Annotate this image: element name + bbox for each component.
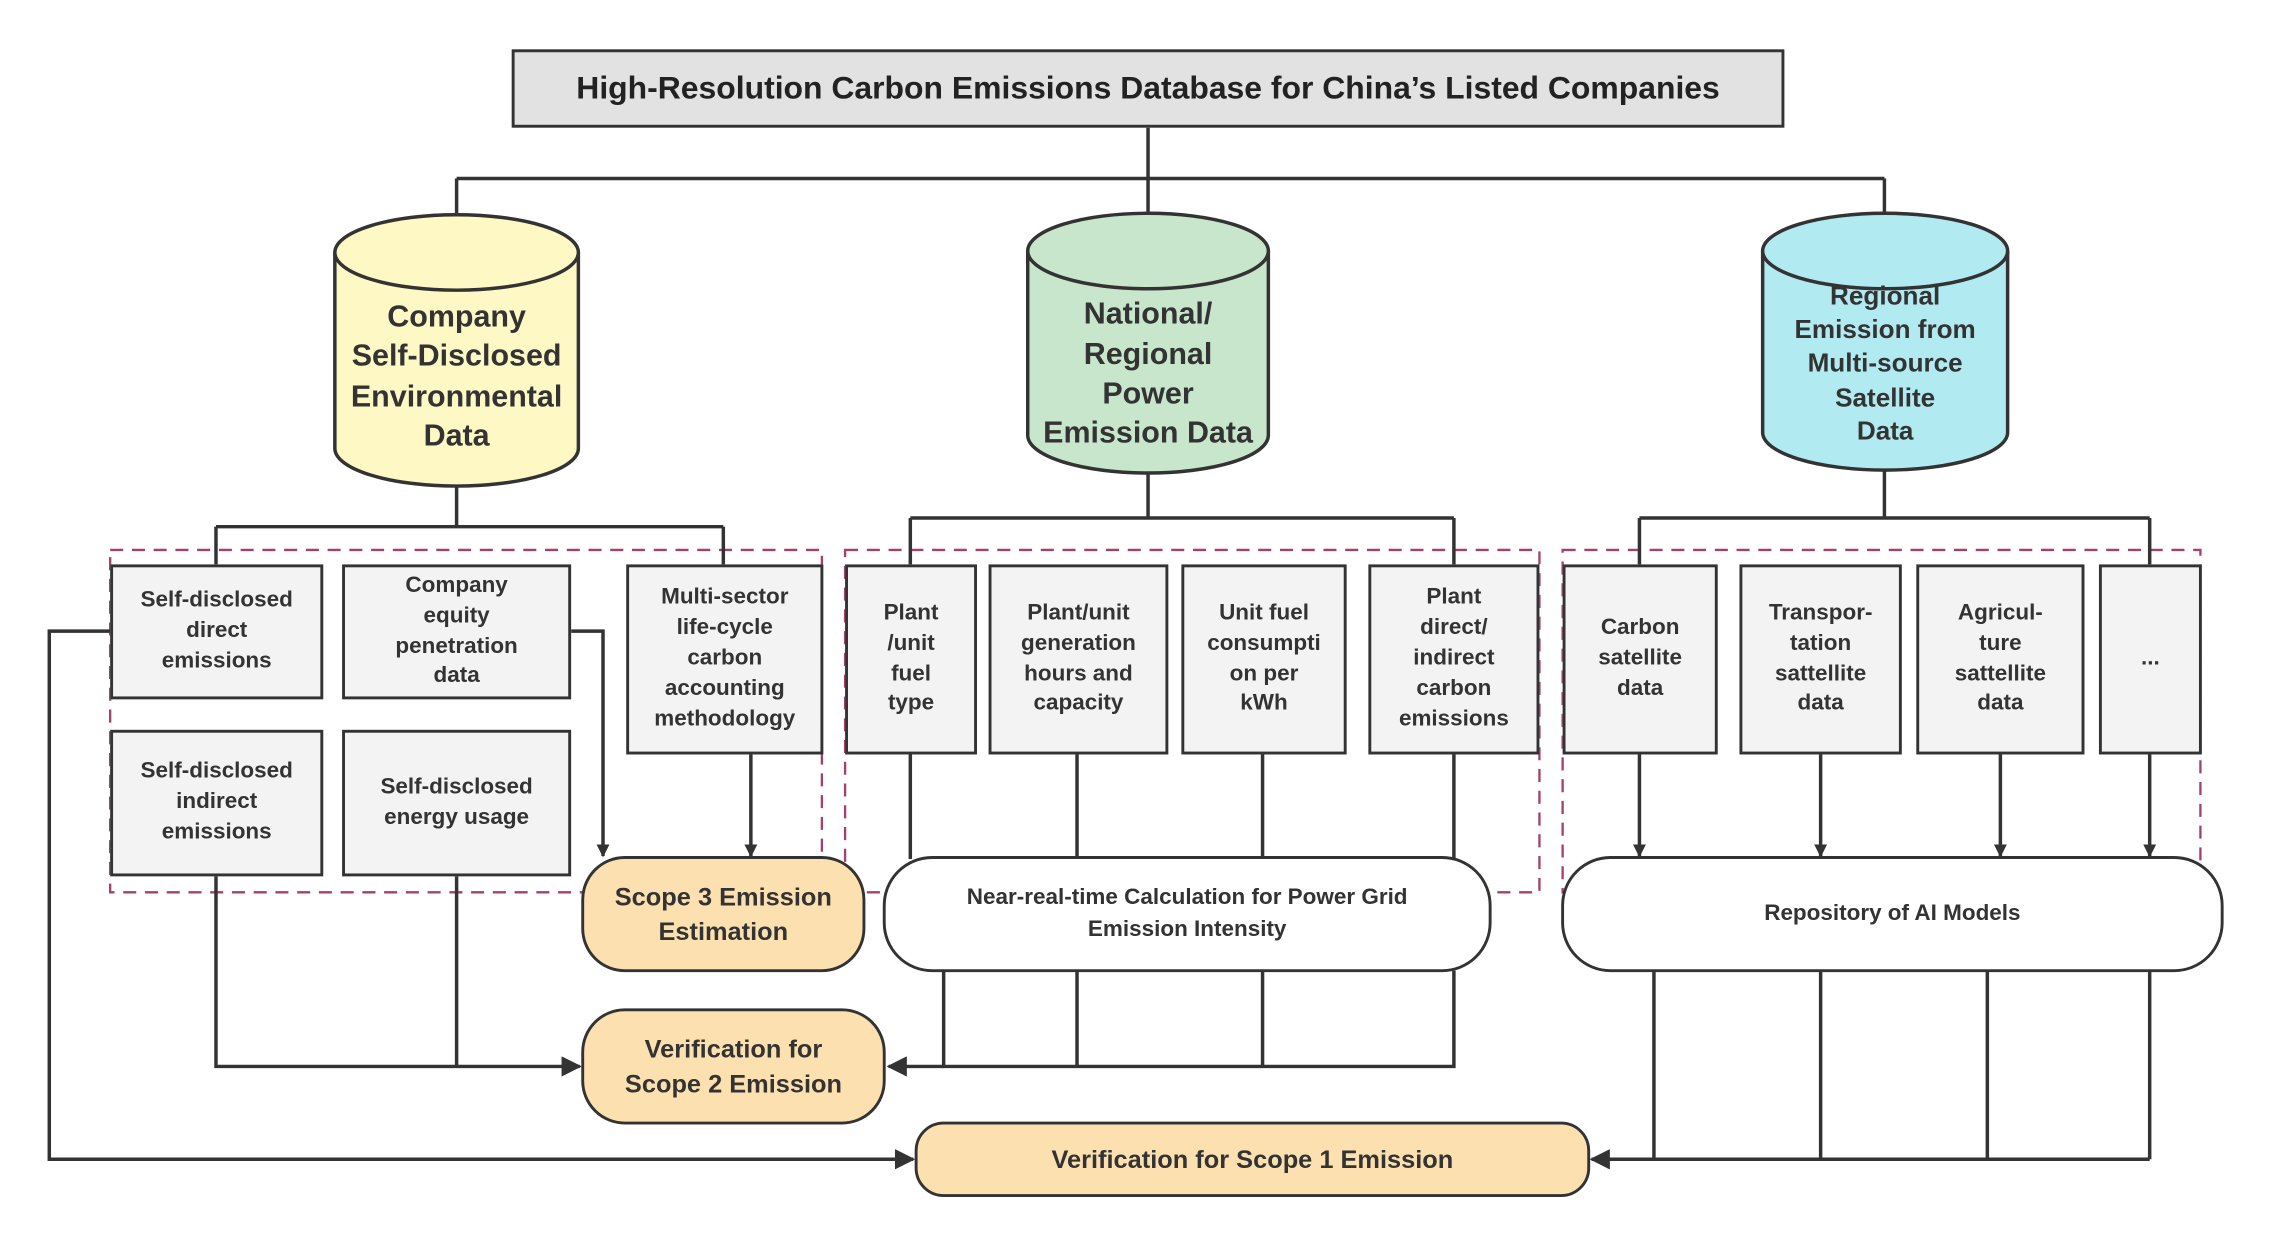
label-line: hours and (1024, 660, 1133, 686)
label-line: equity (423, 602, 490, 628)
label-line: Scope 3 Emission (614, 881, 832, 911)
label-line: type (887, 691, 935, 716)
label-line: life-cycle (676, 615, 773, 641)
scope1-verification-node: Verification for Scope 1 Emission (914, 1121, 1591, 1198)
label-line: indirect (1413, 645, 1495, 671)
label-line: Multi-source (1807, 348, 1963, 378)
label-line: Emission Intensity (1087, 916, 1287, 942)
label-line: Repository of AI Models (1764, 901, 2021, 926)
label-line: Self-disclosed (380, 774, 533, 799)
cylinder-shape (333, 212, 581, 488)
self-disclosed-energy-usage-box: Self-disclosed energy usage (342, 729, 572, 877)
label-line: kWh (1240, 691, 1288, 716)
label-line: direct (186, 618, 248, 643)
label-line: emissions (1398, 706, 1509, 732)
label-line: consumpti (1207, 630, 1321, 656)
label-line: Estimation (658, 916, 789, 947)
cylinder-shape (1760, 211, 2010, 472)
company-equity-penetration-box: Company equity penetration data (342, 564, 572, 700)
label-line: Emission from (1794, 314, 1976, 344)
label-line: emissions (161, 648, 272, 674)
grid-intensity-calculation-node: Near-real-time Calculation for Power Gri… (882, 856, 1492, 973)
label-line: Satellite (1835, 382, 1936, 412)
label-line: capacity (1033, 691, 1124, 716)
label-line: data (1797, 691, 1844, 716)
more-satellite-data-box: ... (2098, 564, 2202, 755)
plant-generation-hours-box: Plant/unit generation hours and capacity (988, 564, 1169, 755)
label-line: data (433, 663, 480, 689)
label-line: penetration (395, 633, 518, 658)
label-line: ture (1979, 630, 2022, 656)
label-line: /unit (887, 630, 935, 656)
label-line: Verification for (644, 1033, 823, 1063)
label-line: methodology (654, 706, 796, 732)
label-line: carbon (687, 645, 763, 671)
company-data-cylinder: Company Self-Disclosed Environmental Dat… (333, 212, 581, 489)
power-data-cylinder: National/ Regional Power Emission Data (1025, 211, 1271, 476)
label-line: Power (1102, 377, 1194, 411)
label-line: Plant (883, 600, 939, 625)
label-line: sattellite (1775, 660, 1867, 686)
label-line: Emission Data (1043, 416, 1253, 451)
label-line: fuel (891, 660, 932, 686)
label-line: Verification for Scope 1 Emission (1051, 1144, 1454, 1174)
label-line: ... (2141, 645, 2160, 671)
label-line: data (1617, 676, 1664, 701)
label-line: direct/ (1420, 615, 1488, 641)
transportation-satellite-data-box: Transpor-tation sattellite data (1739, 564, 1902, 755)
label-line: carbon (1416, 676, 1492, 701)
label-line: National/ (1083, 298, 1213, 332)
label-line: sattellite (1954, 660, 2046, 686)
label-line: Company (405, 572, 508, 598)
agriculture-satellite-data-box: Agricul-ture sattellite data (1916, 564, 2085, 755)
cylinder-shape (1025, 211, 1271, 475)
self-disclosed-direct-emissions-box: Self-disclosed direct emissions (110, 564, 324, 700)
label-line: Data (423, 419, 490, 453)
label-line: Transpor- (1768, 600, 1873, 625)
label-line: Self-disclosed (140, 587, 293, 613)
label-line: on per (1229, 660, 1299, 686)
label-line: Regional (1083, 337, 1213, 372)
label-line: Near-real-time Calculation for Power Gri… (966, 885, 1408, 911)
label-line: Multi-sector (661, 584, 789, 610)
satellite-data-label: Regional Emission from Multi-source Sate… (1761, 279, 2009, 450)
label-line: Environmental (350, 379, 563, 413)
label-line: Agricul- (1957, 600, 2043, 625)
label-line: Unit fuel (1219, 600, 1309, 625)
unit-fuel-consumption-box: Unit fuel consumpti on per kWh (1181, 564, 1347, 755)
label-line: Carbon (1600, 615, 1680, 641)
label-line: Self-disclosed (140, 758, 293, 784)
label-line: Regional (1830, 280, 1941, 310)
company-data-label: Company Self-Disclosed Environmental Dat… (333, 300, 579, 452)
label-line: emissions (161, 819, 272, 845)
power-data-label: National/ Regional Power Emission Data (1026, 293, 1270, 456)
label-line: energy usage (384, 804, 530, 830)
life-cycle-methodology-box: Multi-sector life-cycle carbon accounting me… (626, 564, 824, 755)
label-line: Scope 2 Emission (624, 1069, 843, 1099)
label-line: satellite (1598, 645, 1682, 671)
carbon-satellite-data-box: Carbon satellite data (1562, 564, 1718, 755)
label-line: Data (1856, 416, 1914, 446)
ai-model-repository-node: Repository of AI Models (1561, 856, 2224, 973)
label-line: Plant (1426, 584, 1482, 610)
satellite-data-cylinder: Regional Emission from Multi-source Sate… (1760, 211, 2010, 473)
diagram-title: High-Resolution Carbon Emissions Databas… (511, 49, 1785, 128)
plant-unit-fuel-type-box: Plant/unit fuel type (845, 564, 977, 755)
label-line: tation (1790, 630, 1852, 656)
self-disclosed-indirect-emissions-box: Self-disclosed indirect emissions (110, 729, 324, 877)
plant-carbon-emissions-box: Plant direct/indirect carbon emissions (1368, 564, 1540, 755)
label-line: Plant/unit (1027, 600, 1130, 625)
label-line: Self-Disclosed (351, 339, 562, 374)
label-line: generation (1021, 630, 1136, 656)
label-line: indirect (176, 789, 258, 815)
label-line: data (1977, 691, 2024, 716)
label-line: accounting (664, 676, 785, 701)
label-line: Company (387, 300, 526, 334)
